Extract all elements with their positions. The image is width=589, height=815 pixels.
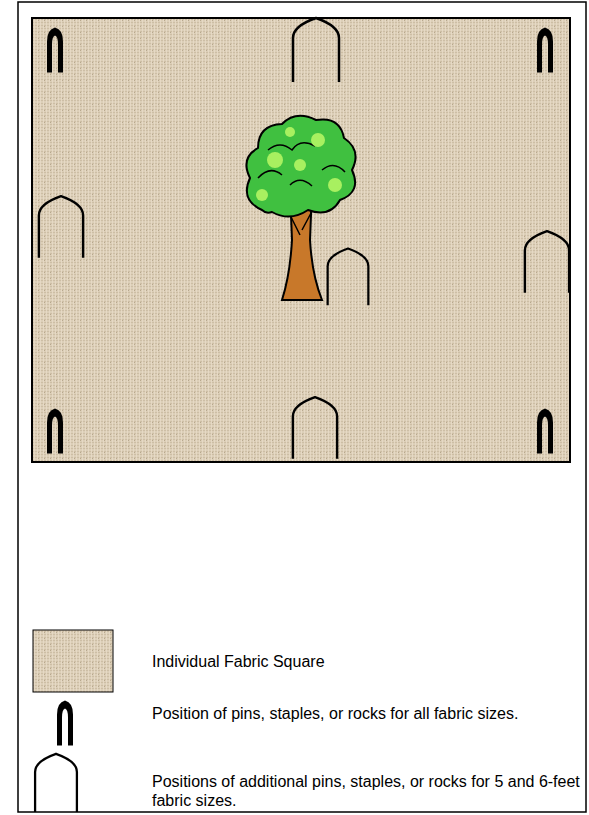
additional-pin-legend-text: Positions of additional pins, staples, o… [152, 772, 582, 810]
pin-outline [293, 397, 337, 459]
frame [18, 2, 586, 812]
fabric-legend-text: Individual Fabric Square [152, 652, 582, 671]
tree [246, 116, 355, 300]
pin-filled [537, 409, 553, 454]
pin-legend-text: Position of pins, staples, or rocks for … [152, 704, 582, 723]
pin-outline [39, 196, 83, 258]
pin-filled-sample [57, 701, 73, 746]
pin-filled [47, 409, 63, 454]
pin-outline-sample [35, 754, 77, 812]
pin-outline [525, 231, 569, 293]
pin-outline [293, 18, 339, 82]
fabric-sample [33, 630, 113, 692]
pin-filled [537, 28, 553, 73]
pin-filled [47, 28, 63, 73]
fabric-square [32, 18, 570, 462]
pin-outline [328, 249, 369, 306]
